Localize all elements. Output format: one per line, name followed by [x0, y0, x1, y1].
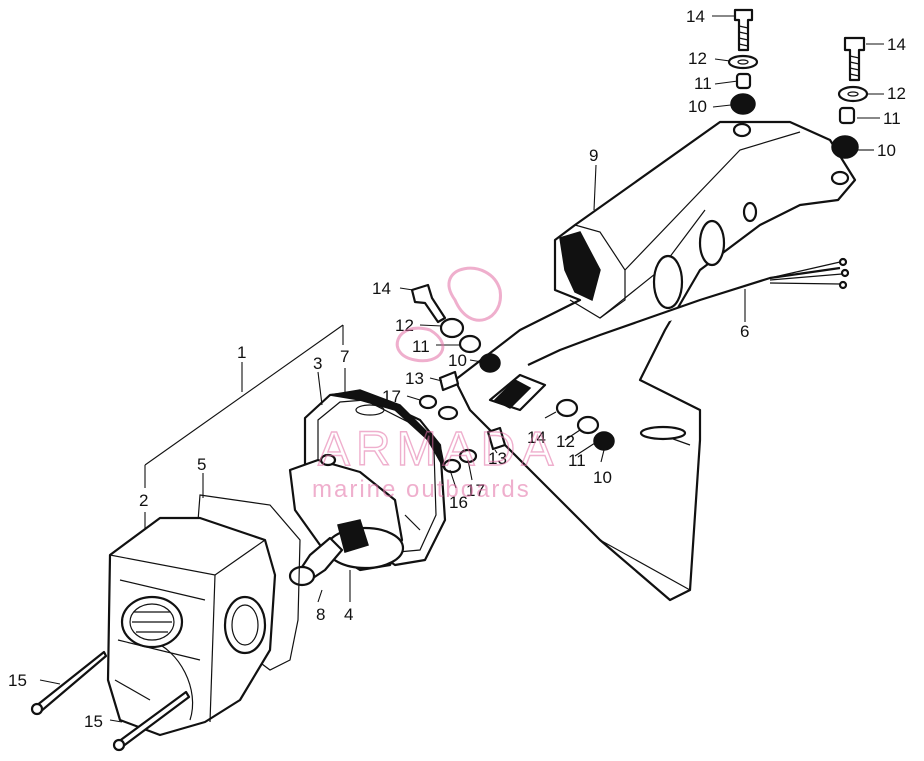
hardware-stack-right [831, 36, 869, 159]
callout-11-lower: 11 [568, 451, 586, 470]
callout-5: 5 [197, 455, 206, 474]
callout-1: 1 [237, 343, 246, 362]
hardware-stack-left [727, 8, 759, 115]
callout-12-top-left: 12 [688, 49, 707, 68]
callout-10-top-right: 10 [877, 141, 896, 160]
callout-8: 8 [316, 605, 325, 624]
callout-11-mid: 11 [412, 337, 430, 356]
callout-14-mid: 14 [372, 279, 391, 298]
callout-17-lower: 17 [466, 481, 485, 500]
callout-15-left: 15 [8, 671, 27, 690]
callout-12-top-right: 12 [887, 84, 906, 103]
callout-3: 3 [313, 354, 322, 373]
watermark-tagline: marine outboards [312, 476, 531, 503]
callout-10-top-left: 10 [688, 97, 707, 116]
callout-13-mid: 13 [405, 369, 424, 388]
wire-harness [488, 257, 850, 412]
callouts: 14 12 11 10 14 12 11 10 9 6 14 12 11 10 … [8, 7, 906, 731]
callout-11-top-left: 11 [694, 74, 712, 93]
callout-2: 2 [139, 491, 148, 510]
callout-6: 6 [740, 322, 749, 341]
callout-14-lower: 14 [527, 428, 546, 447]
callout-9: 9 [589, 146, 598, 165]
callout-14-top-left: 14 [686, 7, 705, 26]
callout-10-lower: 10 [593, 468, 612, 487]
watermark-logo: ARMADA marine outboards [312, 266, 559, 503]
callout-13-lower: 13 [488, 449, 507, 468]
socket-plate [288, 453, 405, 587]
callout-12-lower: 12 [556, 432, 575, 451]
callout-4: 4 [344, 605, 353, 624]
callout-16: 16 [449, 493, 468, 512]
callout-17-mid: 17 [382, 387, 401, 406]
rear-fender-bracket [453, 120, 857, 602]
callout-15-bottom: 15 [84, 712, 103, 731]
mid-hardware [410, 283, 615, 474]
callout-11-top-right: 11 [883, 109, 901, 128]
callout-10-mid: 10 [448, 351, 467, 370]
watermark-brand: ARMADA [318, 423, 559, 476]
leader-lines [39, 15, 884, 723]
callout-7: 7 [340, 347, 349, 366]
lens-screws [30, 650, 191, 752]
taillight-lens [106, 516, 277, 737]
callout-14-top-right: 14 [887, 35, 906, 54]
